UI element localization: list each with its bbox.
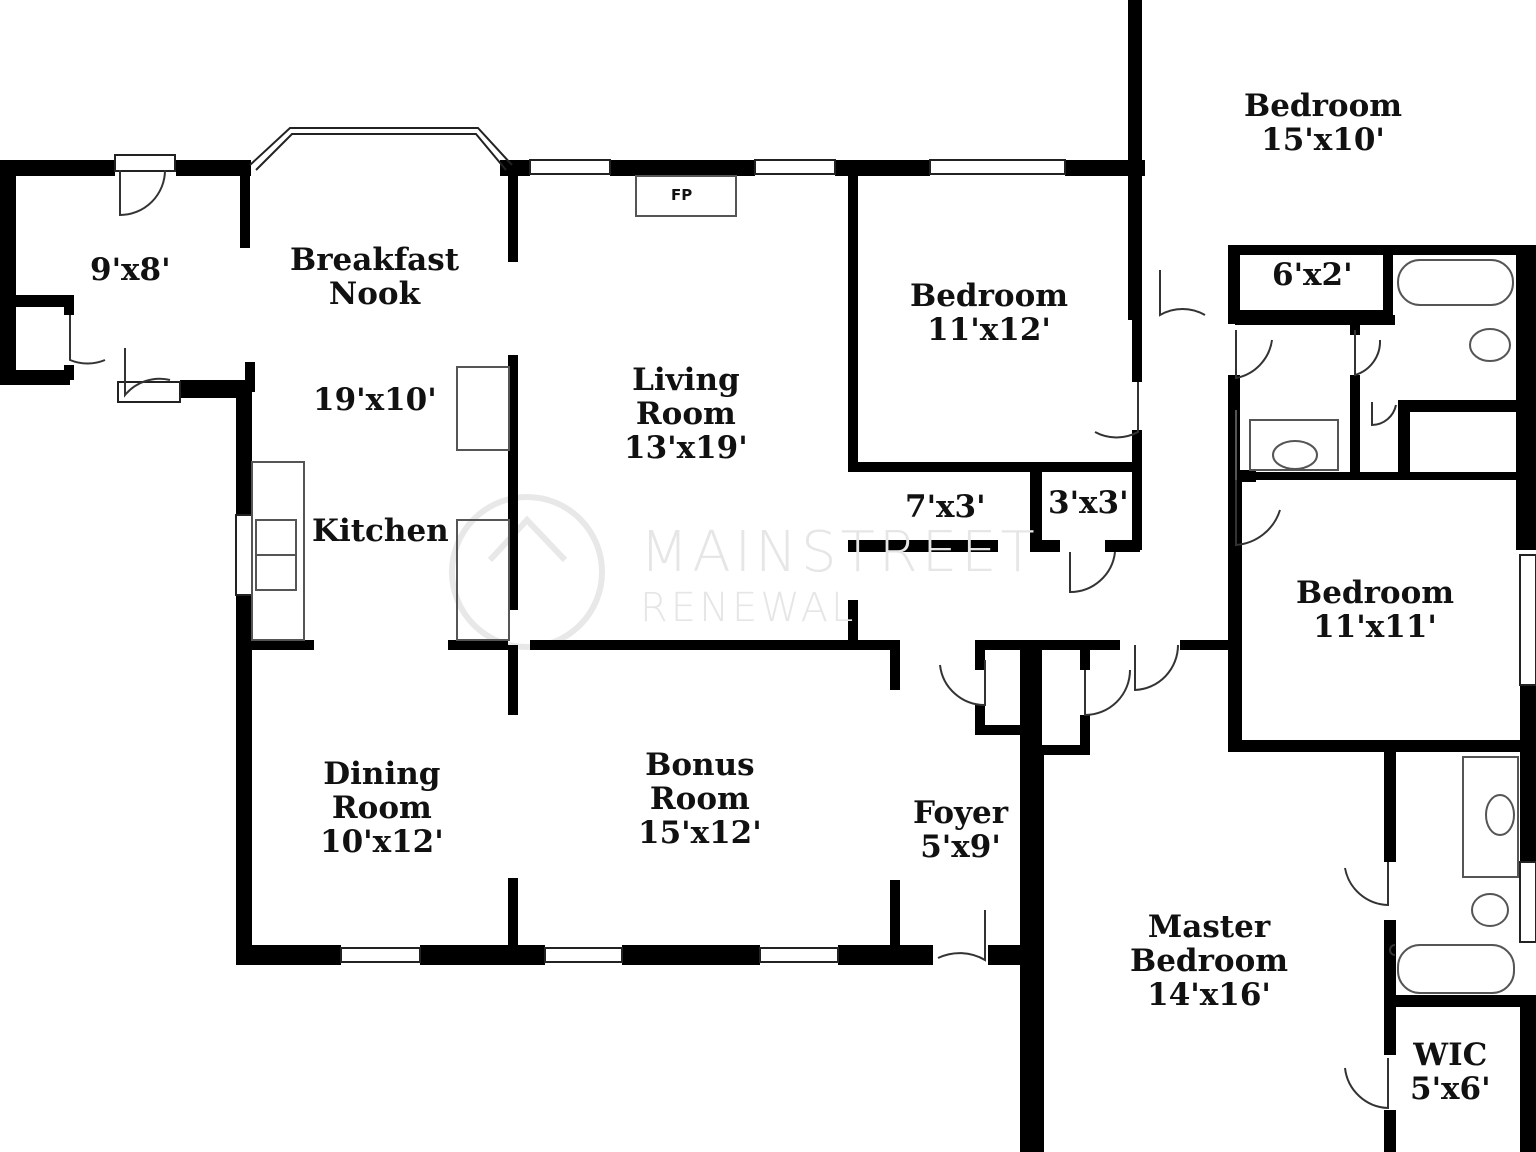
wic-label: WIC 5'x6': [1410, 1038, 1491, 1106]
bathtub-icon-master: [1397, 944, 1515, 994]
fixtures: [251, 175, 1519, 994]
bonus-room-name-1: Bonus: [645, 747, 755, 783]
bedroom-front-label: Bedroom 11'x12': [910, 279, 1068, 347]
watermark-line2: RENEWAL: [640, 585, 857, 631]
bay-window: [249, 127, 513, 171]
master-bedroom-dims: 14'x16': [1147, 977, 1271, 1013]
door-swings: [69, 169, 1397, 1110]
breakfast-nook-label: Breakfast Nook: [290, 243, 459, 311]
watermark-logo-icon: [449, 494, 605, 650]
bathtub-icon: [1397, 259, 1514, 306]
kitchen-label: Kitchen: [312, 514, 449, 548]
master-bedroom-label: Master Bedroom 14'x16': [1130, 910, 1288, 1012]
closet-7x3-label: 7'x3': [905, 490, 986, 524]
mudroom-label: 9'x8': [90, 253, 171, 287]
bedroom-east-name: Bedroom: [1296, 575, 1455, 611]
bedroom-ne-name: Bedroom: [1244, 88, 1403, 124]
bedroom-ne-dims: 15'x10': [1261, 122, 1385, 158]
living-room-name-2: Room: [635, 396, 736, 432]
living-room-dims: 13'x19': [624, 430, 748, 466]
bonus-room-name-2: Room: [649, 781, 750, 817]
closet-7x3-dims: 7'x3': [905, 489, 986, 525]
windows: [114, 154, 1536, 963]
fireplace-label: FP: [671, 186, 693, 204]
closet-6x2-dims: 6'x2': [1272, 257, 1353, 293]
dining-room-dims: 10'x12': [320, 824, 444, 860]
foyer-name: Foyer: [913, 795, 1009, 831]
closet-3x3-dims: 3'x3': [1048, 485, 1129, 521]
wic-name: WIC: [1413, 1037, 1488, 1073]
kitchen-dims: 19'x10': [313, 382, 437, 418]
master-bedroom-name-1: Master: [1147, 909, 1271, 945]
bedroom-front-dims: 11'x12': [927, 312, 1051, 348]
bonus-room-label: Bonus Room 15'x12': [638, 748, 762, 850]
bedroom-east-dims: 11'x11': [1313, 609, 1437, 645]
master-bedroom-name-2: Bedroom: [1130, 943, 1289, 979]
closet-3x3-label: 3'x3': [1048, 486, 1129, 520]
mudroom-dims: 9'x8': [90, 252, 171, 288]
bonus-room-dims: 15'x12': [638, 815, 762, 851]
kitchen-name: Kitchen: [312, 513, 449, 549]
kitchen-dims-label: 19'x10': [313, 383, 437, 417]
foyer-dims: 5'x9': [920, 829, 1001, 865]
foyer-label: Foyer 5'x9': [913, 796, 1008, 864]
living-room-name-1: Living: [632, 362, 740, 398]
breakfast-nook-name-2: Nook: [328, 276, 421, 312]
breakfast-nook-name-1: Breakfast: [290, 242, 460, 278]
wic-dims: 5'x6': [1410, 1071, 1491, 1107]
bath-sink-icon: [1272, 440, 1318, 470]
bedroom-ne-label: Bedroom 15'x10': [1244, 89, 1402, 157]
fireplace-icon: [635, 175, 737, 217]
bedroom-east-label: Bedroom 11'x11': [1296, 576, 1454, 644]
living-room-label: Living Room 13'x19': [624, 363, 748, 465]
dining-room-name-2: Room: [331, 790, 432, 826]
dining-room-name-1: Dining: [323, 756, 441, 792]
toilet-icon: [1469, 328, 1511, 362]
watermark-line1: MAINSTREET: [640, 520, 1039, 585]
bedroom-front-name: Bedroom: [910, 278, 1069, 314]
closet-6x2-label: 6'x2': [1272, 258, 1353, 292]
dining-room-label: Dining Room 10'x12': [320, 757, 444, 859]
